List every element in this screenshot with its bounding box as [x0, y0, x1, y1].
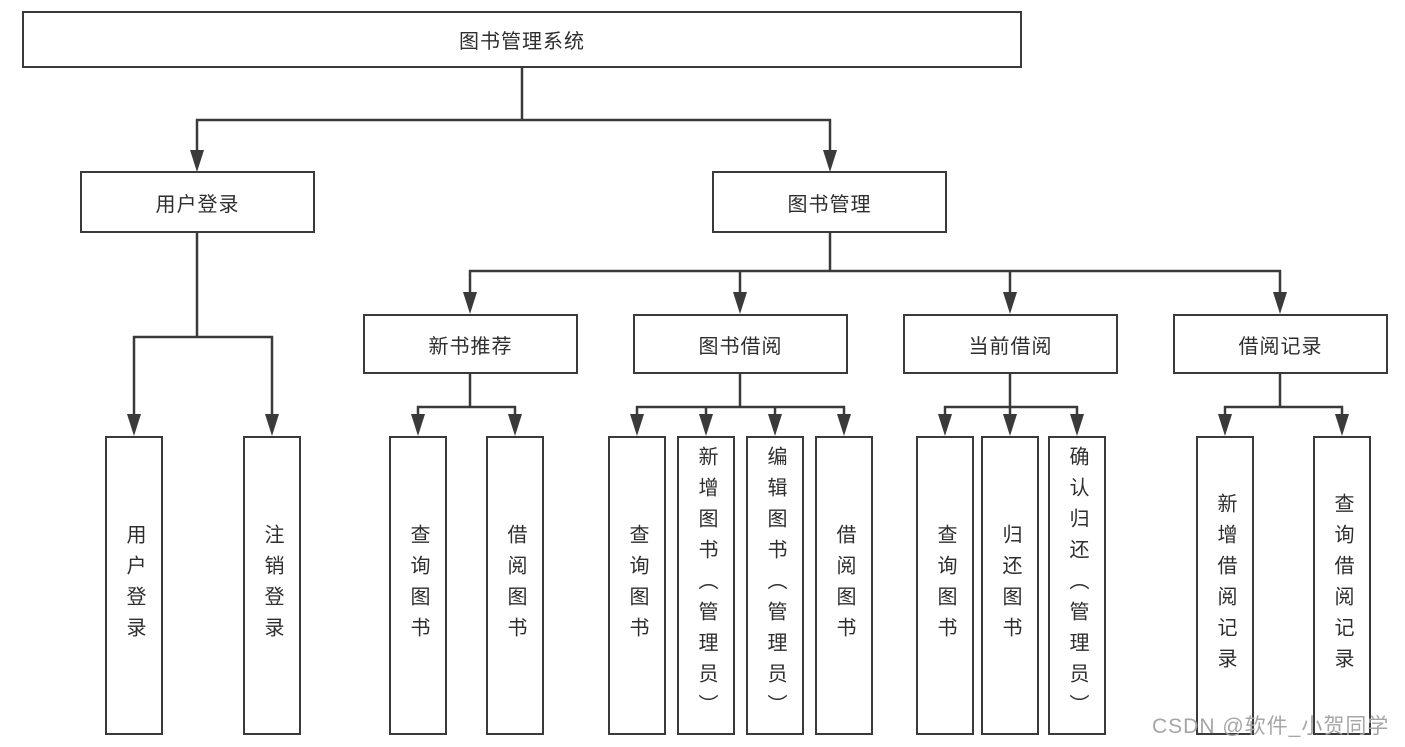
node-label: 查询图书 — [407, 523, 429, 648]
node-leaf-return-books: 归还图书 — [981, 436, 1039, 735]
node-label: 新增借阅记录 — [1214, 492, 1236, 679]
node-leaf-add-books-admin: 新增图书（管理员） — [677, 436, 735, 735]
node-label: 注销登录 — [261, 523, 283, 648]
node-label: 借阅图书 — [504, 523, 526, 648]
node-new-book-recommend: 新书推荐 — [363, 314, 578, 374]
node-label: 查询图书 — [934, 523, 956, 648]
node-root-system: 图书管理系统 — [22, 11, 1022, 68]
node-label: 查询图书 — [626, 523, 648, 648]
node-borrowing-records: 借阅记录 — [1173, 314, 1388, 374]
node-label: 用户登录 — [155, 193, 240, 216]
node-current-borrowing: 当前借阅 — [903, 314, 1118, 374]
node-label: 借阅图书 — [833, 523, 855, 648]
node-leaf-user-login: 用户登录 — [105, 436, 163, 735]
node-user-login: 用户登录 — [80, 171, 315, 233]
node-label: 查询借阅记录 — [1331, 492, 1353, 679]
node-leaf-borrow-books-recommend: 借阅图书 — [486, 436, 544, 735]
node-leaf-add-borrow-record: 新增借阅记录 — [1196, 436, 1254, 735]
node-leaf-query-books-current: 查询图书 — [916, 436, 974, 735]
node-label: 用户登录 — [123, 523, 145, 648]
node-book-management: 图书管理 — [712, 171, 947, 233]
node-label: 确认归还（管理员） — [1066, 446, 1088, 725]
node-leaf-borrow-books: 借阅图书 — [815, 436, 873, 735]
node-book-borrowing: 图书借阅 — [633, 314, 848, 374]
node-label: 借阅记录 — [1238, 335, 1323, 358]
node-label: 图书管理系统 — [459, 31, 585, 53]
node-label: 新书推荐 — [428, 335, 513, 358]
node-label: 图书管理 — [787, 193, 872, 216]
node-label: 归还图书 — [999, 523, 1021, 648]
csdn-watermark: CSDN @软件_小贺同学 — [1152, 715, 1390, 738]
node-leaf-logout: 注销登录 — [243, 436, 301, 735]
node-leaf-query-books-recommend: 查询图书 — [389, 436, 447, 735]
node-label: 图书借阅 — [698, 335, 783, 358]
node-label: 编辑图书（管理员） — [764, 446, 786, 725]
node-label: 新增图书（管理员） — [695, 446, 717, 725]
node-label: 当前借阅 — [968, 335, 1053, 358]
node-leaf-confirm-return-admin: 确认归还（管理员） — [1048, 436, 1106, 735]
node-leaf-query-books-borrowing: 查询图书 — [608, 436, 666, 735]
node-leaf-edit-books-admin: 编辑图书（管理员） — [746, 436, 804, 735]
node-leaf-query-borrow-record: 查询借阅记录 — [1313, 436, 1371, 735]
